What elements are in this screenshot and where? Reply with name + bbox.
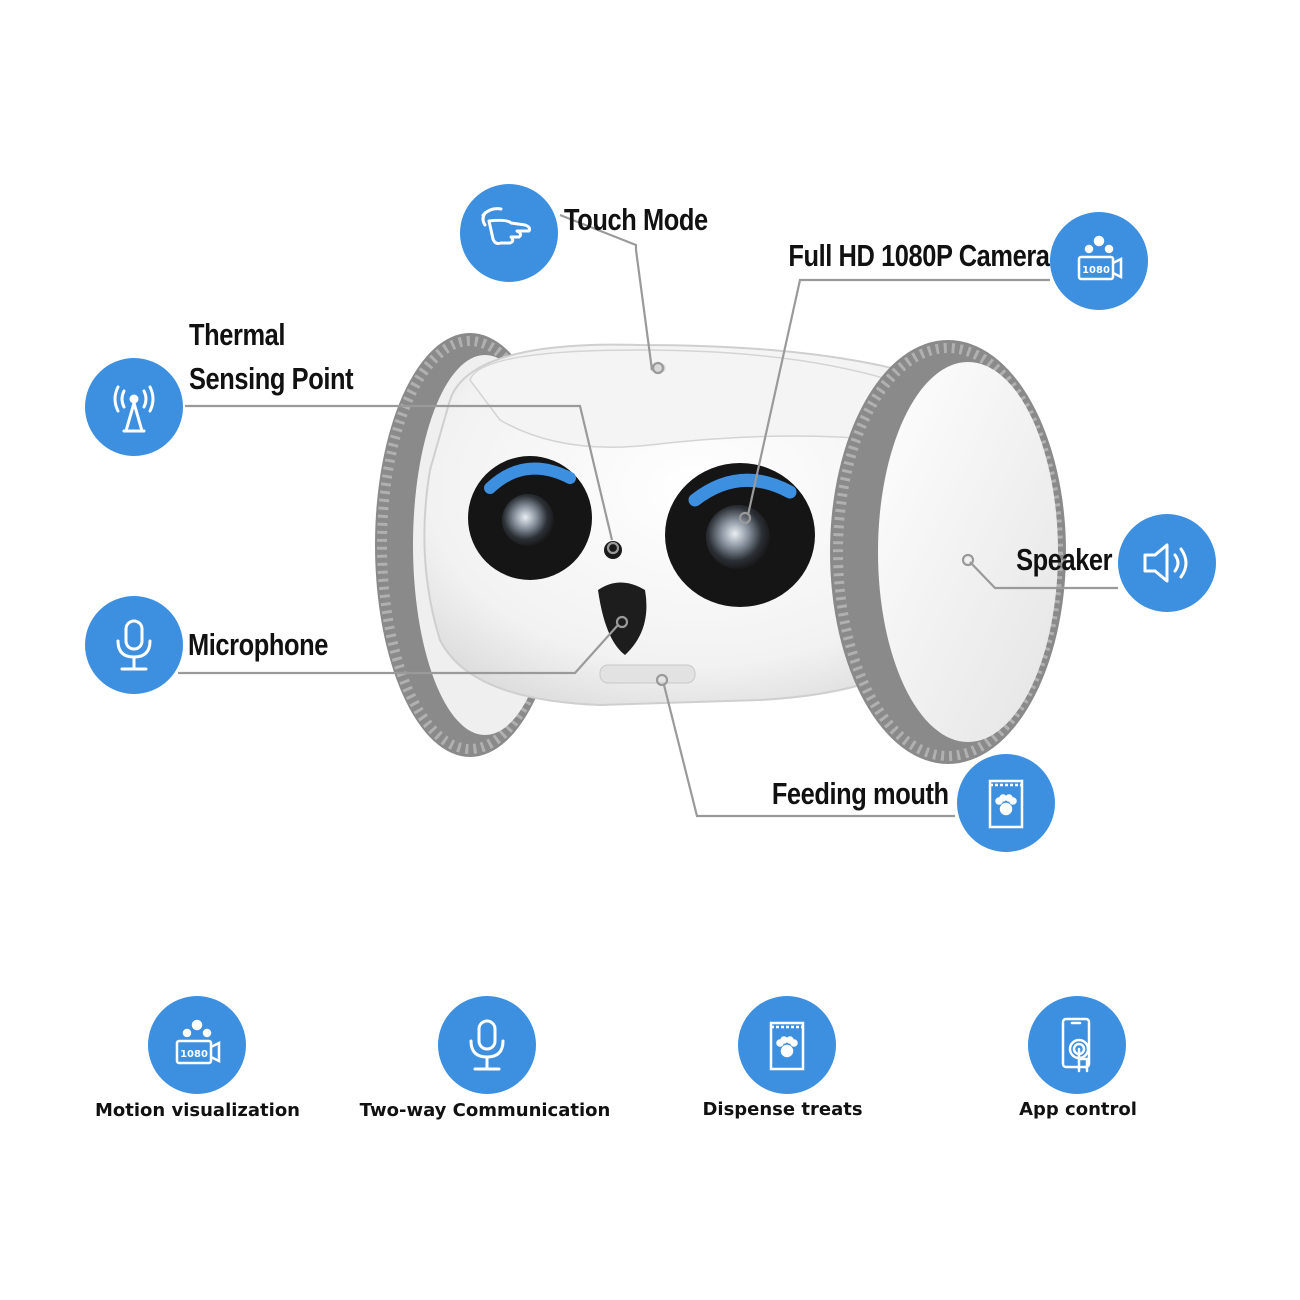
camera-label: Full HD 1080P Camera — [788, 238, 1051, 273]
feature-communication-icon — [438, 996, 536, 1094]
feature-motion-label: Motion visualization — [95, 1100, 300, 1121]
touch-mode-label: Touch Mode — [564, 202, 708, 237]
speaker-icon — [1118, 514, 1216, 612]
antenna-signal-icon — [85, 358, 183, 456]
right-wheel — [830, 340, 1066, 764]
svg-text:1080: 1080 — [180, 1049, 208, 1060]
microphone-label: Microphone — [188, 627, 328, 662]
feature-communication-label: Two-way Communication — [359, 1100, 611, 1121]
camera-1080-icon: 1080 — [1050, 212, 1148, 310]
svg-text:1080: 1080 — [1082, 265, 1110, 276]
feature-treats-icon — [738, 996, 836, 1094]
feeding-mouth-label: Feeding mouth — [772, 776, 949, 811]
speaker-label: Speaker — [1015, 542, 1112, 577]
microphone-icon — [85, 596, 183, 694]
thermal-label-line2: Sensing Point — [189, 361, 354, 396]
thermal-label-line1: Thermal — [189, 317, 286, 352]
feature-treats-label: Dispense treats — [702, 1099, 863, 1120]
treat-bag-icon — [957, 754, 1055, 852]
robot-body — [423, 343, 968, 707]
feature-app-label: App control — [1019, 1099, 1137, 1120]
feature-app-icon — [1028, 996, 1126, 1094]
hand-tap-icon — [460, 184, 558, 282]
leader-lines — [178, 213, 1118, 818]
feature-motion-icon: 1080 — [148, 996, 246, 1094]
